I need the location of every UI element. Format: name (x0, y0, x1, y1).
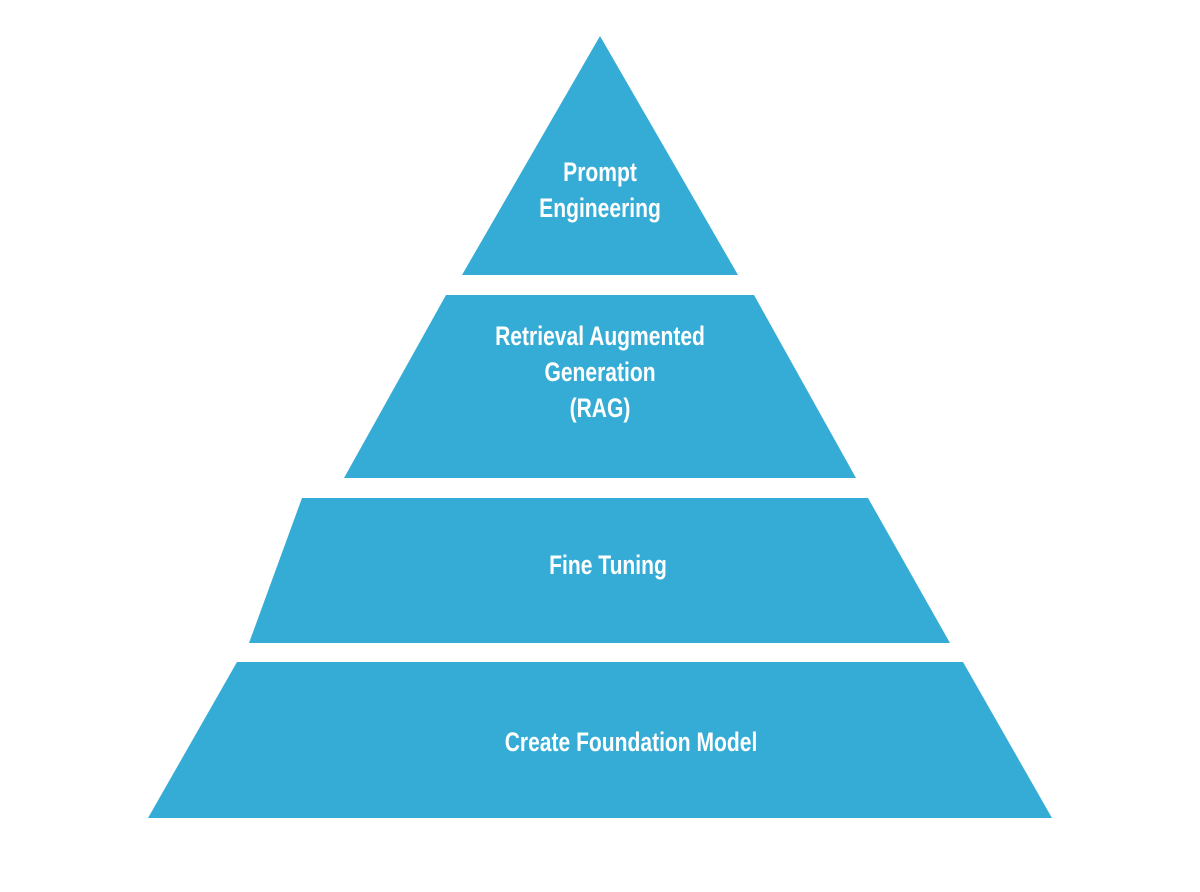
tier-label-line: Retrieval Augmented (495, 322, 705, 352)
tier-label-line: Create Foundation Model (505, 728, 758, 758)
tier-label-line: (RAG) (570, 394, 631, 424)
tier-foundation-model-shape (148, 662, 1052, 818)
tier-prompt-engineering-label: Prompt Engineering (539, 158, 661, 224)
tier-label-line: Generation (544, 358, 655, 388)
tier-rag-label: Retrieval Augmented Generation (RAG) (495, 322, 705, 424)
tier-label-line: Fine Tuning (549, 551, 667, 581)
tier-fine-tuning-label: Fine Tuning (549, 551, 667, 581)
tier-foundation-model-label: Create Foundation Model (505, 728, 758, 758)
tier-rag-shape (344, 295, 856, 478)
tier-label-line: Engineering (539, 194, 661, 224)
tier-label-line: Prompt (563, 158, 637, 188)
tier-prompt-engineering-shape (462, 36, 738, 275)
tier-fine-tuning-shape (249, 498, 950, 643)
